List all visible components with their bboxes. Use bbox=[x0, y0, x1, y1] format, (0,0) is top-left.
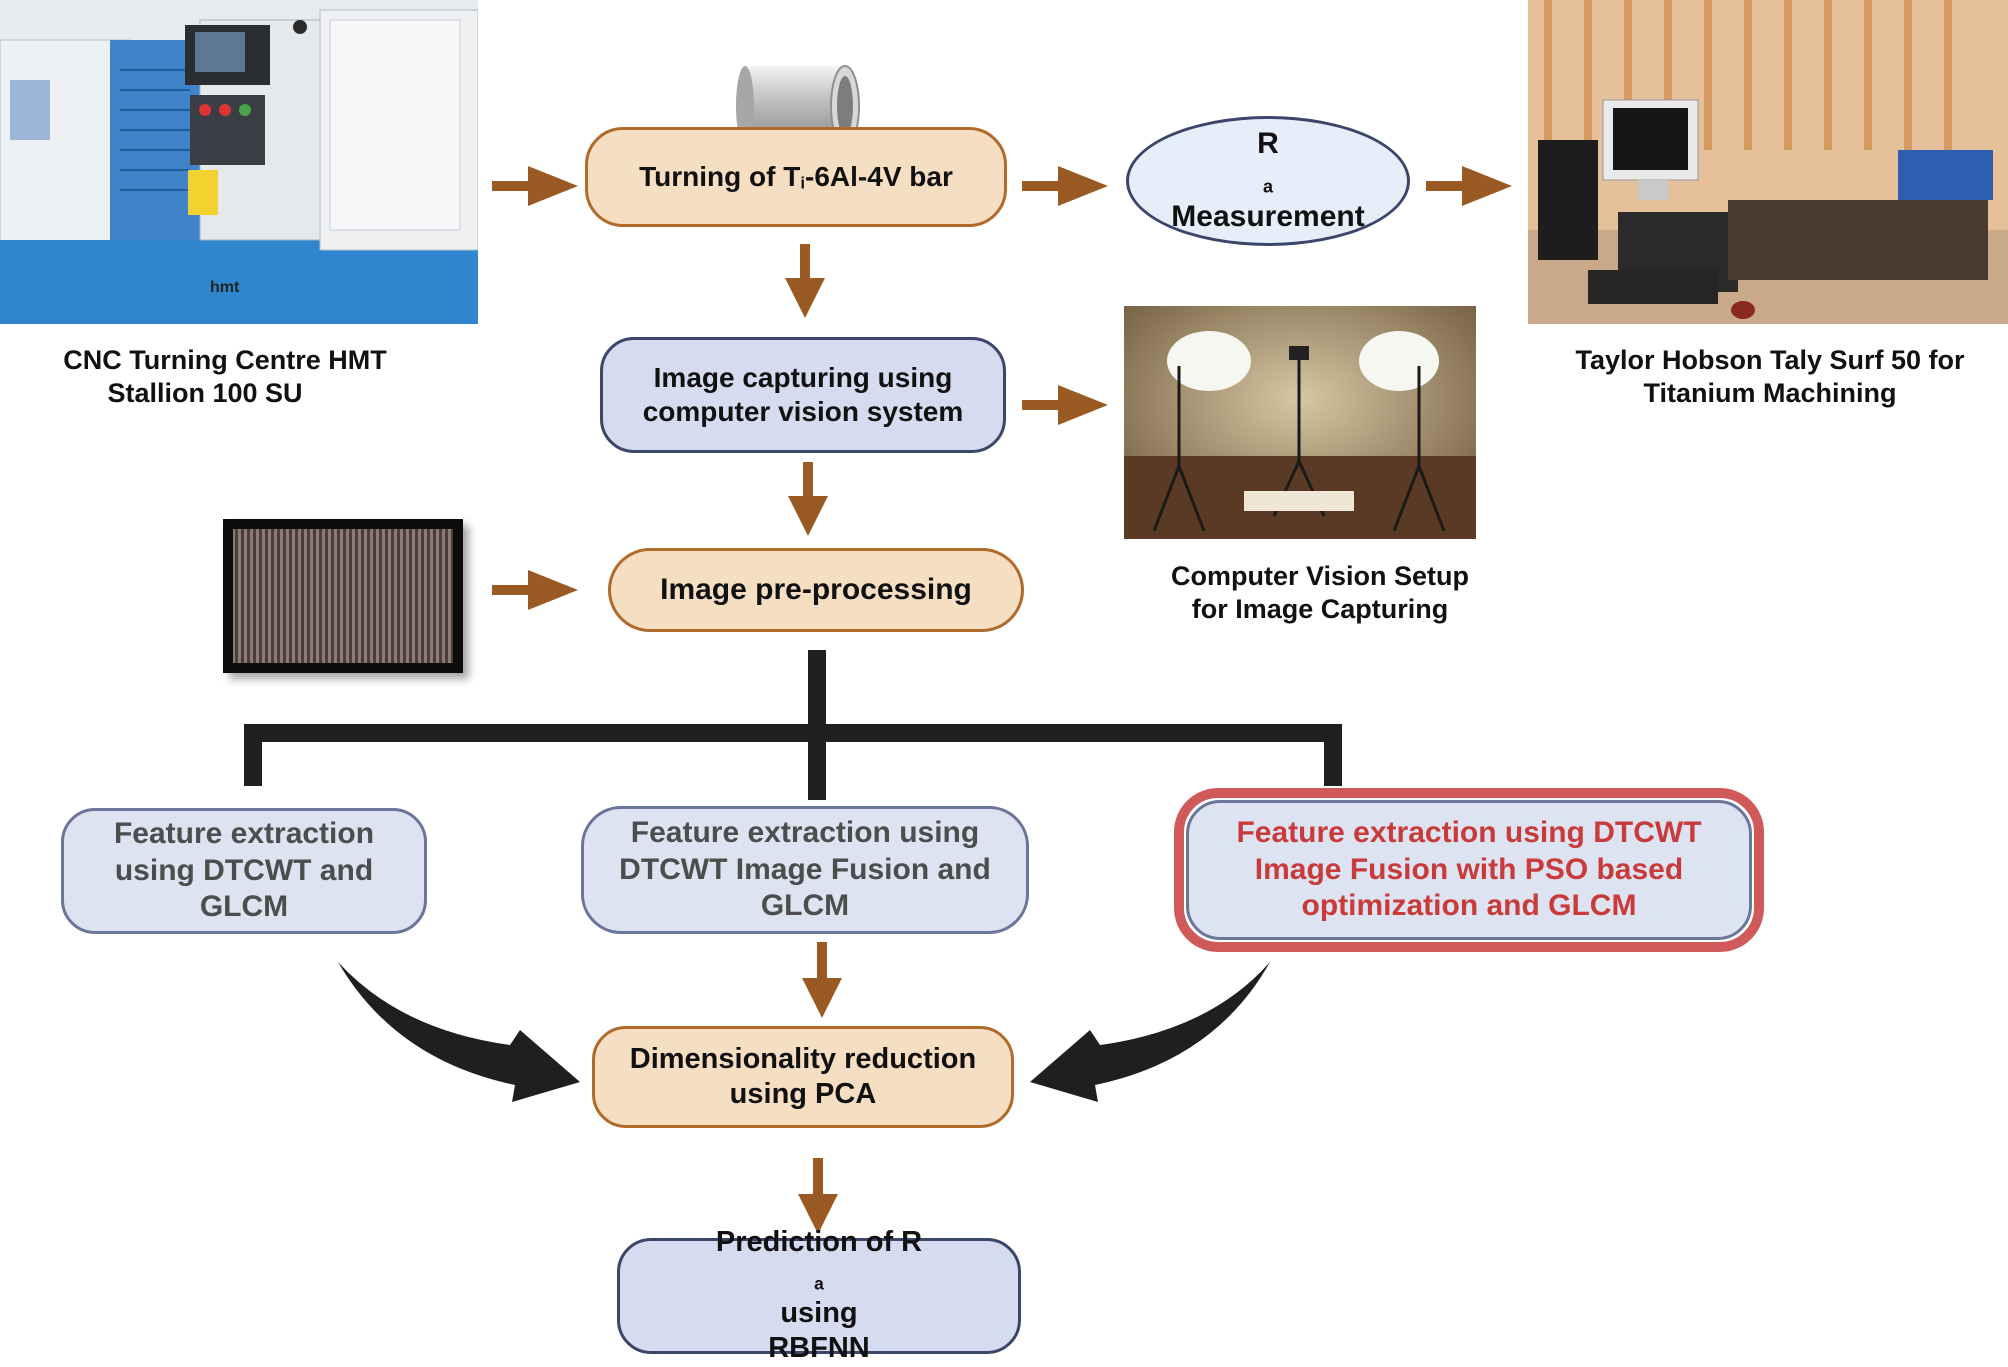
feature3-highlight-ring bbox=[1174, 788, 1764, 952]
feature3-label: Feature extraction using DTCWT Image Fus… bbox=[1236, 816, 1702, 923]
feature-extraction-pso-node: Feature extraction using DTCWT Image Fus… bbox=[1186, 800, 1752, 940]
arrow-surface-to-preprocessing bbox=[492, 585, 530, 595]
vision-setup-caption: Computer Vision Setup for Image Capturin… bbox=[1170, 561, 1470, 624]
svg-text:hmt: hmt bbox=[210, 279, 240, 296]
turning-label: Turning of Ti-6Al-4V bar bbox=[639, 160, 953, 193]
feature-extraction-dtcwt-glcm-node: Feature extraction using DTCWT and GLCM bbox=[61, 808, 427, 934]
arrow-capture-to-setup bbox=[1022, 400, 1060, 410]
preprocessing-label: Image pre-processing bbox=[660, 572, 972, 606]
preprocessing-node: Image pre-processing bbox=[608, 548, 1024, 632]
feature2-label: Feature extraction using DTCWT Image Fus… bbox=[619, 816, 991, 923]
feature-extraction-fusion-glcm-node: Feature extraction using DTCWT Image Fus… bbox=[581, 806, 1029, 934]
talysurf-caption: Taylor Hobson Taly Surf 50 for Titanium … bbox=[1575, 345, 1965, 408]
titanium-bar-icon bbox=[735, 58, 865, 154]
curved-arrow-right bbox=[1030, 962, 1270, 1102]
arrow-ra-to-talysurf bbox=[1426, 181, 1464, 191]
arrow-feature2-to-pca bbox=[817, 942, 827, 980]
image-capturing-label: Image capturing using computer vision sy… bbox=[642, 361, 964, 427]
feature1-label: Feature extraction using DTCWT and GLCM bbox=[113, 817, 375, 924]
surface-profilometer-photo bbox=[1528, 0, 2008, 324]
pca-label: Dimensionality reduction using PCA bbox=[629, 1042, 977, 1110]
lighting-setup-photo bbox=[1124, 306, 1476, 539]
image-capturing-node: Image capturing using computer vision sy… bbox=[600, 337, 1006, 453]
pca-node: Dimensionality reduction using PCA bbox=[592, 1026, 1014, 1128]
cnc-caption: CNC Turning Centre HMT Stallion 100 SU bbox=[63, 345, 387, 408]
arrow-cnc-to-turning bbox=[492, 181, 530, 191]
arrow-turning-to-ra bbox=[1022, 181, 1060, 191]
arrow-turning-to-capture bbox=[800, 244, 810, 280]
cnc-lathe-photo: hmt bbox=[0, 0, 478, 324]
arrow-pca-to-prediction bbox=[813, 1158, 823, 1196]
curved-arrow-left bbox=[338, 962, 580, 1102]
turning-node: Turning of Ti-6Al-4V bar bbox=[585, 127, 1007, 227]
branch-connector bbox=[244, 650, 1342, 800]
arrow-capture-to-preprocessing bbox=[803, 462, 813, 498]
machined-surface-image bbox=[223, 519, 463, 673]
